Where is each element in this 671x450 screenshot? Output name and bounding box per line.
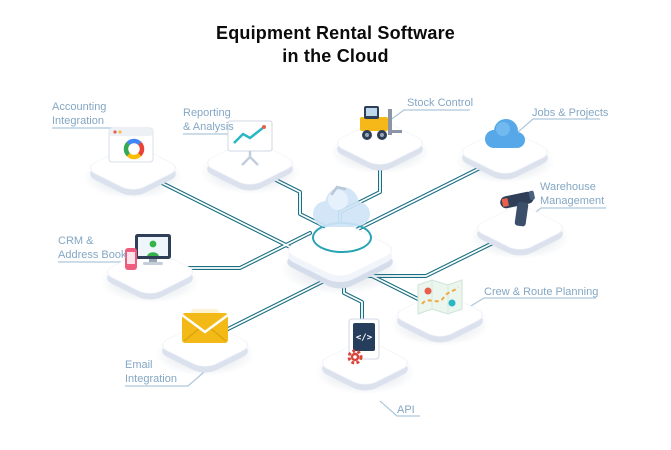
forklift-icon [354,103,406,152]
label-crm-address-book: CRM & Address Book [58,235,127,262]
connector-warehouse-inner [361,231,516,277]
monitor-contact-icon [123,232,177,281]
label-stock-control: Stock Control [407,97,474,109]
barcode-scanner-icon [496,186,544,237]
label-warehouse-management: Warehouse Management [540,181,605,208]
page-title: Equipment Rental Software in the Cloud [215,23,456,66]
cloud-server-icon [302,180,378,241]
map-route-icon [414,277,466,324]
label-line-stock [388,109,470,122]
label-crew-route-planning: Crew & Route Planning [484,286,599,298]
browser-accounting-icon [107,126,159,175]
label-line-email [125,371,205,387]
label-api: API [397,404,415,416]
label-jobs-projects: Jobs & Projects [532,107,609,119]
cloud-icon [479,116,531,159]
connector-email-inner [209,277,331,339]
envelope-icon [180,307,230,352]
label-line-jobs [517,118,600,133]
label-line-api [379,400,420,417]
code-window-gear-icon: </> [343,317,387,370]
connector-jobs-inner [343,157,501,237]
label-email-integration: Email Integration [125,359,177,386]
label-reporting-analysis: Reporting & Analysis [183,107,234,134]
label-accounting-integration: Accounting Integration [52,101,107,128]
svg-text:</>: </> [356,333,373,343]
label-line-crew [465,297,596,310]
chart-presentation-icon [224,119,276,172]
